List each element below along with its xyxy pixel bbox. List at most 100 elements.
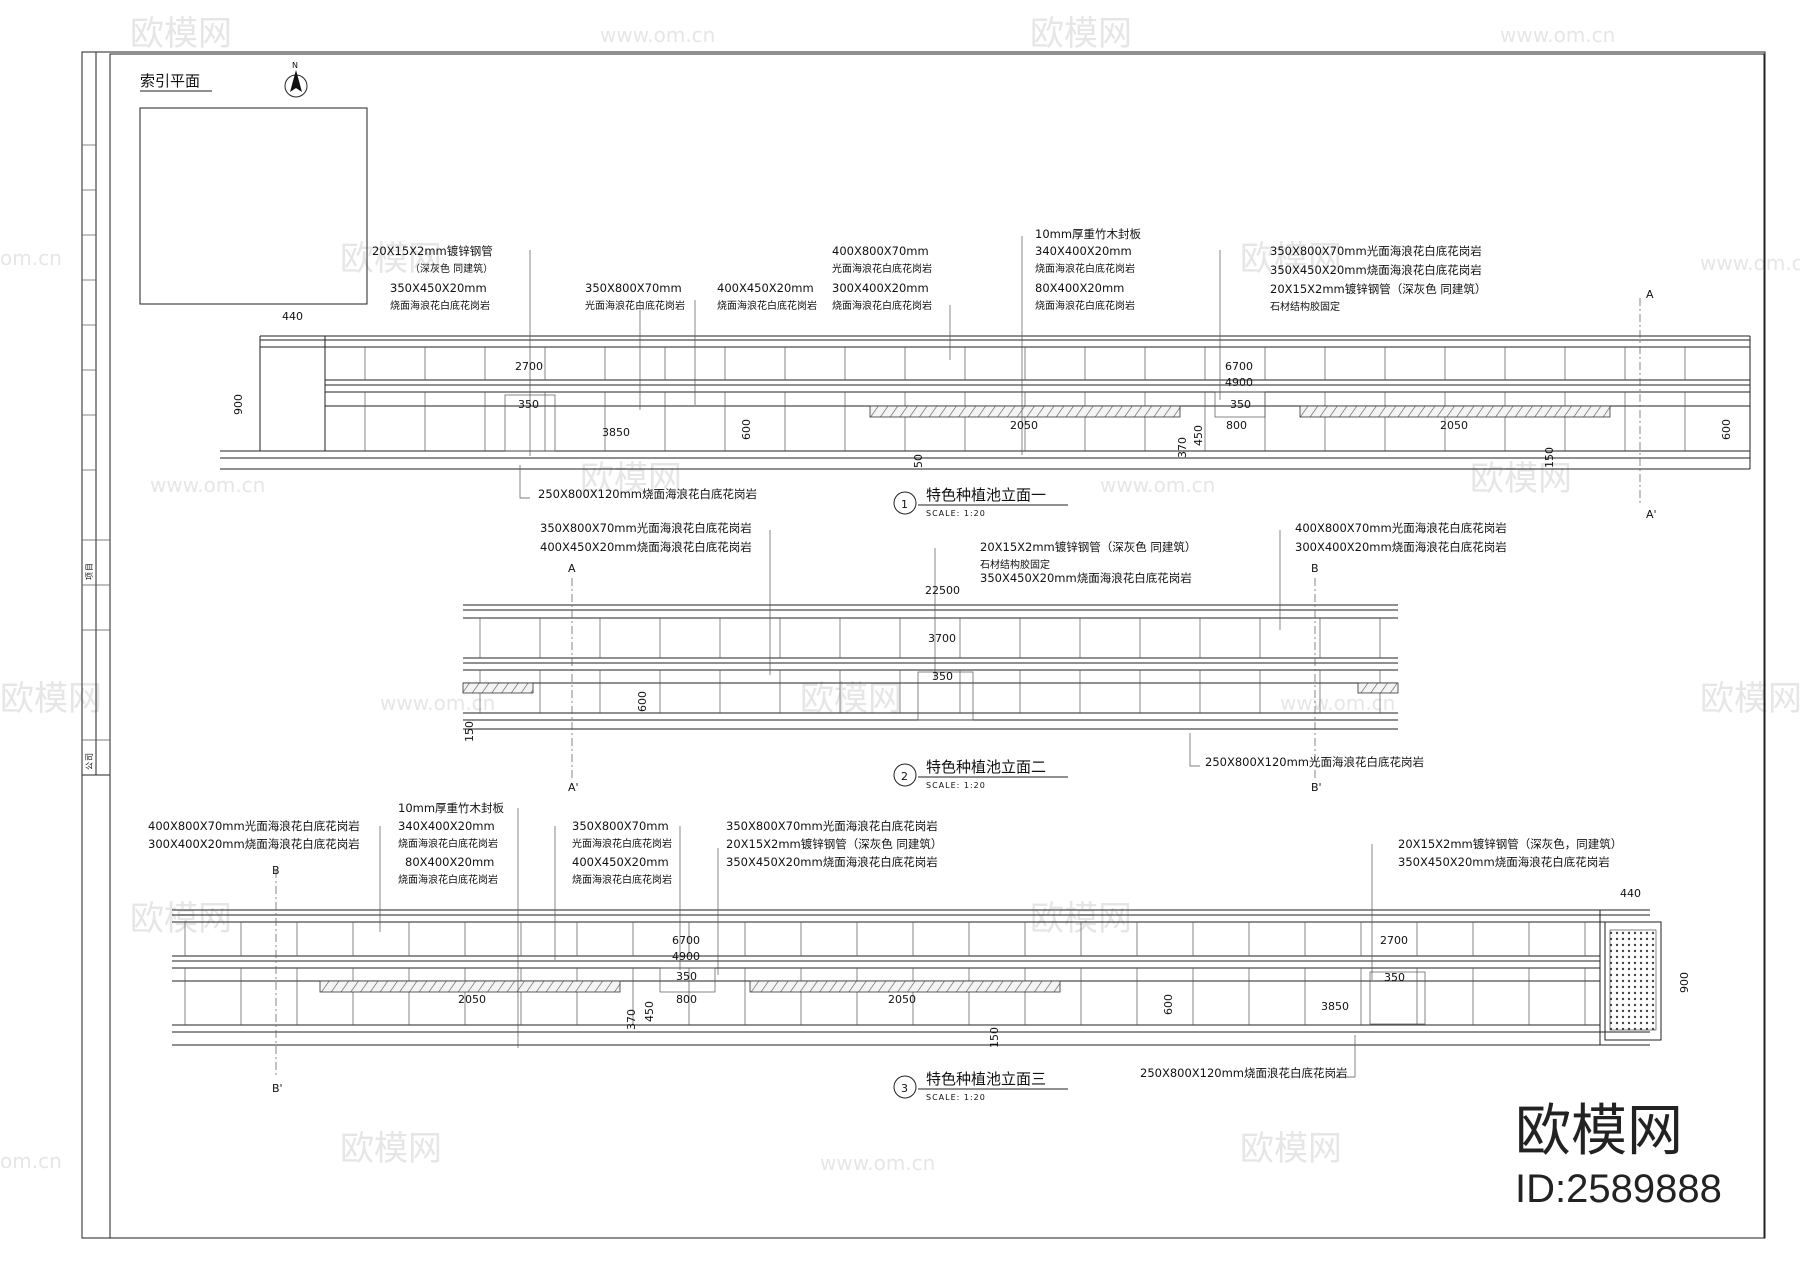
e1-dim-12: 370	[1176, 437, 1189, 458]
watermark-logo: 欧模网	[130, 14, 232, 54]
e1-dim-15: 150	[1543, 447, 1556, 468]
e1-dim-3: 350	[518, 398, 539, 411]
e3-label-3: 340X400X20mm	[398, 819, 495, 833]
e2-section-right-top: B	[1311, 562, 1319, 575]
watermark-url: www.om.cn	[380, 691, 495, 715]
elevation-1-drawing	[220, 298, 1751, 505]
e3-label-4: 烧面海浪花白底花岗岩	[398, 837, 498, 850]
e1-label-21: 250X800X120mm烧面海浪花白底花岗岩	[538, 487, 757, 501]
e1-section-top: A	[1646, 288, 1654, 301]
watermark-url-fragment: om.cn	[0, 1149, 62, 1173]
e3-dim-9: 600	[1162, 994, 1175, 1015]
e3-dim-7: 450	[643, 1001, 656, 1022]
e1-label-7: 烧面海浪花白底花岗岩	[717, 299, 817, 312]
e3-dim-2: 350	[676, 970, 697, 983]
e1-label-2: 350X450X20mm	[390, 281, 487, 295]
e3-title: 特色种植池立面三	[926, 1070, 1046, 1088]
e3-dim-6: 370	[625, 1009, 638, 1030]
e3-dim-11: 350	[1384, 971, 1405, 984]
e1-dim-14: 50	[912, 454, 925, 468]
e1-label-4: 350X800X70mm	[585, 281, 682, 295]
elevation-2-labels: 350X800X70mm光面海浪花白底花岗岩 400X450X20mm烧面海浪花…	[540, 521, 1507, 769]
e1-label-12: 10mm厚重竹木封板	[1035, 227, 1142, 241]
planter-hatch-2b	[1357, 682, 1399, 694]
e2-scale: SCALE: 1:20	[926, 781, 986, 790]
e1-dim-10: 800	[1226, 419, 1247, 432]
watermark-url-fragment: om.cn	[0, 246, 62, 270]
planter-hatch-3a	[319, 980, 621, 993]
watermark-url: www.om.cn	[150, 473, 265, 497]
e2-section-left-bottom: A'	[568, 781, 579, 794]
e3-scale: SCALE: 1:20	[926, 1093, 986, 1102]
index-plan-title: 索引平面	[140, 72, 200, 90]
e3-label-5: 80X400X20mm	[405, 855, 494, 869]
e3-section-top: B	[272, 864, 280, 877]
e3-dim-13: 440	[1620, 887, 1641, 900]
e3-dim-4: 800	[676, 993, 697, 1006]
title-block-strip: 公司 项目	[81, 52, 110, 776]
index-plan-box	[139, 107, 368, 305]
e1-dim-0: 440	[282, 310, 303, 323]
e2-dim-1: 3700	[928, 632, 956, 645]
e3-label-1: 300X400X20mm烧面海浪花白底花岗岩	[148, 837, 360, 851]
watermark-layer: 欧模网欧模网欧模网欧模网欧模网欧模网欧模网欧模网欧模网欧模网欧模网欧模网欧模网w…	[0, 14, 1800, 1175]
e1-label-9: 光面海浪花白底花岗岩	[832, 262, 932, 275]
watermark-url: www.om.cn	[1280, 691, 1395, 715]
e1-scale: SCALE: 1:20	[926, 509, 986, 518]
bench-slot-3a	[659, 967, 716, 993]
planter-hatch-1b	[1299, 405, 1611, 418]
e1-dim-8: 4900	[1225, 376, 1253, 389]
e2-section-left-top: A	[568, 562, 576, 575]
watermark-logo: 欧模网	[800, 679, 902, 719]
planter-hatch-1a	[869, 405, 1181, 418]
watermark-url: www.om.cn	[1100, 473, 1215, 497]
e1-section-bottom: A'	[1646, 508, 1657, 521]
e1-dim-1: 900	[232, 394, 245, 415]
e2-label-3: 石材结构胶固定	[980, 558, 1050, 571]
elevation-1-joints	[364, 347, 1686, 451]
e3-label-13: 350X450X20mm烧面海浪花白底花岗岩	[726, 855, 938, 869]
end-panel-3	[1604, 921, 1662, 1041]
north-label: N	[292, 61, 299, 70]
bench-slot-2	[917, 671, 974, 721]
e1-label-18: 350X450X20mm烧面海浪花白底花岗岩	[1270, 263, 1482, 277]
e3-label-7: 350X800X70mm	[572, 819, 669, 833]
e2-label-1: 400X450X20mm烧面海浪花白底花岗岩	[540, 540, 752, 554]
e1-label-13: 340X400X20mm	[1035, 244, 1132, 258]
e1-dim-7: 6700	[1225, 360, 1253, 373]
e2-label-7: 250X800X120mm光面海浪花白底花岗岩	[1205, 755, 1424, 769]
e1-dim-11: 2050	[1440, 419, 1468, 432]
e3-dim-1: 4900	[672, 950, 700, 963]
e3-label-10: 烧面海浪花白底花岗岩	[572, 873, 672, 886]
e3-dim-8: 150	[988, 1027, 1001, 1048]
e3-label-0: 400X800X70mm光面海浪花白底花岗岩	[148, 819, 360, 833]
e2-dim-3: 150	[463, 721, 476, 742]
watermark-url: www.om.cn	[820, 1151, 935, 1175]
outer-border	[81, 51, 1766, 1239]
inner-border	[109, 53, 1765, 1239]
e2-dim-4: 350	[932, 670, 953, 683]
watermark-logo: 欧模网	[0, 679, 102, 719]
elevation-3-labels: 400X800X70mm光面海浪花白底花岗岩 300X400X20mm烧面海浪花…	[148, 801, 1622, 1080]
e1-dim-9: 350	[1230, 398, 1251, 411]
e3-section-bottom: B'	[272, 1082, 283, 1095]
watermark-logo: 欧模网	[1240, 239, 1342, 279]
watermark-logo: 欧模网	[1470, 459, 1572, 499]
e3-dim-3: 2050	[458, 993, 486, 1006]
elevation-3-title: 3 特色种植池立面三 SCALE: 1:20	[893, 1070, 1068, 1102]
elevation-2-drawing	[462, 578, 1399, 780]
e1-dim-2: 2700	[515, 360, 543, 373]
e3-dim-14: 900	[1678, 972, 1691, 993]
watermark-logo: 欧模网	[1030, 14, 1132, 54]
watermark-url: www.om.cn	[600, 23, 715, 47]
e3-label-8: 光面海浪花白底花岗岩	[572, 837, 672, 850]
e1-label-0: 20X15X2mm镀锌钢管	[372, 244, 493, 258]
e1-label-15: 80X400X20mm	[1035, 281, 1124, 295]
e2-label-5: 400X800X70mm光面海浪花白底花岗岩	[1295, 521, 1507, 535]
e3-label-12: 20X15X2mm镀锌钢管（深灰色 同建筑）	[726, 837, 942, 851]
e1-label-16: 烧面海浪花白底花岗岩	[1035, 299, 1135, 312]
e2-label-0: 350X800X70mm光面海浪花白底花岗岩	[540, 521, 752, 535]
planter-hatch-2a	[462, 682, 534, 694]
e1-label-10: 300X400X20mm	[832, 281, 929, 295]
e2-label-6: 300X400X20mm烧面海浪花白底花岗岩	[1295, 540, 1507, 554]
